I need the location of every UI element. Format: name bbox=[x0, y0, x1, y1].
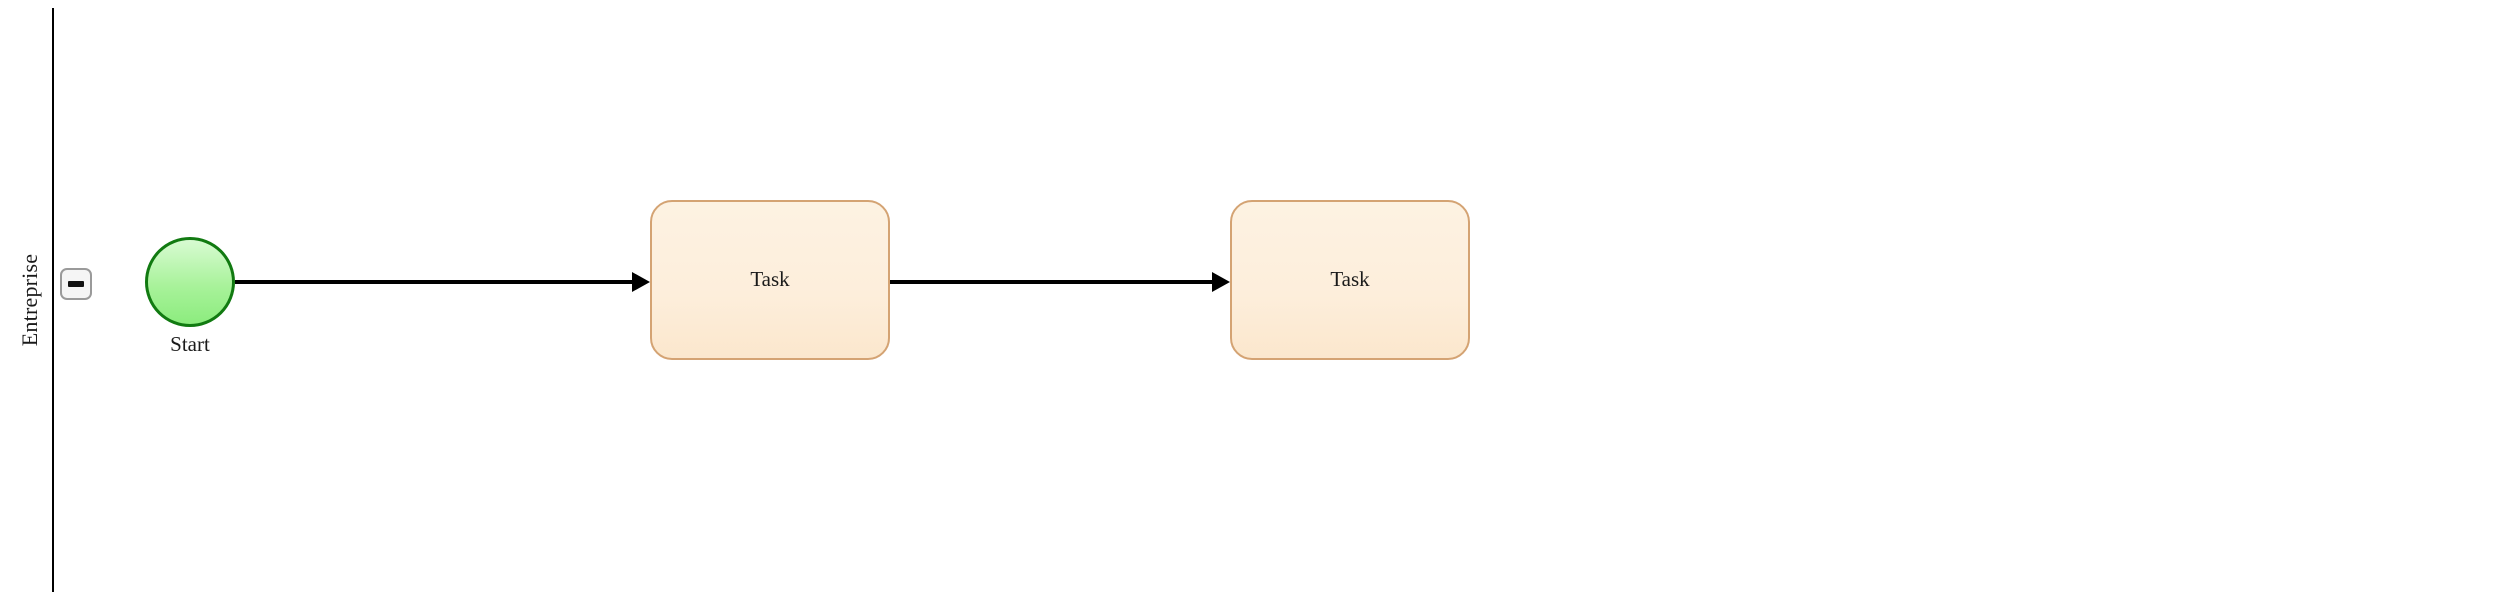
start-event-node[interactable] bbox=[145, 237, 235, 327]
lane-header-entreprise[interactable]: Entreprise bbox=[8, 8, 54, 592]
arrowhead-icon bbox=[1212, 272, 1230, 292]
task-node-2[interactable]: Task bbox=[1230, 200, 1470, 360]
lane-header-label: Entreprise bbox=[17, 253, 42, 347]
start-event-label: Start bbox=[170, 332, 210, 356]
sequence-flow-task1-to-task2[interactable] bbox=[890, 272, 1230, 292]
task-node-1[interactable]: Task bbox=[650, 200, 890, 360]
task-label: Task bbox=[1330, 267, 1370, 292]
arrowhead-icon bbox=[632, 272, 650, 292]
task-label: Task bbox=[750, 267, 790, 292]
collapse-pool-button[interactable] bbox=[60, 268, 92, 300]
flow-line bbox=[890, 280, 1212, 284]
sequence-flow-start-to-task1[interactable] bbox=[235, 272, 650, 292]
flow-line bbox=[235, 280, 632, 284]
minus-icon bbox=[68, 281, 84, 287]
